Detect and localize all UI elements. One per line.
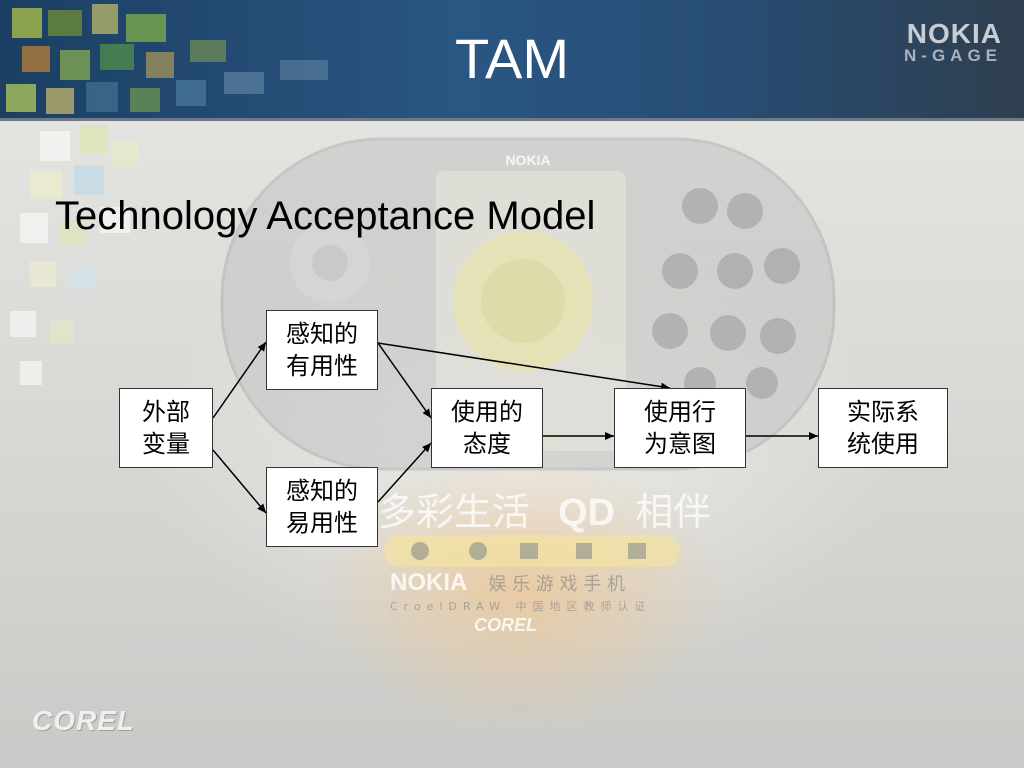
node-perceived-usefulness: 感知的 有用性 (266, 310, 378, 390)
edge-ease-attitude (377, 442, 432, 503)
node-attitude-toward-using: 使用的 态度 (431, 388, 543, 468)
node-external-variables: 外部 变量 (119, 388, 213, 468)
slide-header: TAM NOKIA N-GAGE (0, 0, 1024, 121)
watermark-brand-row: NOKIA 娱 乐 游 戏 手 机 (390, 569, 625, 597)
watermark-tagline: 娱 乐 游 戏 手 机 (488, 574, 625, 595)
watermark-credit: CroelDRAW 中国地区教师认证 (390, 600, 652, 613)
slide-subtitle: Technology Acceptance Model (55, 194, 596, 238)
edge-external-ease (212, 449, 267, 514)
watermark-badge: QD (558, 492, 616, 534)
mosaic-decoration (6, 4, 328, 114)
edge-external-usefulness (212, 341, 267, 419)
node-actual-system-use: 实际系 统使用 (818, 388, 948, 468)
edge-usefulness-intention (377, 342, 671, 391)
watermark-brand: NOKIA (390, 569, 468, 596)
watermark-slogan: 多彩生活 QD 相伴 (378, 490, 712, 534)
logo-brand: NOKIA (906, 18, 1002, 49)
edge-usefulness-attitude (377, 342, 432, 419)
nokia-ngage-logo: NOKIA N-GAGE (904, 18, 1002, 66)
slide-title: TAM (454, 27, 570, 90)
node-perceived-ease-of-use: 感知的 易用性 (266, 467, 378, 547)
corel-logo: COREL (32, 705, 135, 736)
svg-text:NOKIA: NOKIA (505, 152, 550, 168)
logo-sub: N-GAGE (904, 46, 1002, 65)
node-behavioral-intention: 使用行 为意图 (614, 388, 746, 468)
watermark-corel: COREL (474, 615, 537, 635)
